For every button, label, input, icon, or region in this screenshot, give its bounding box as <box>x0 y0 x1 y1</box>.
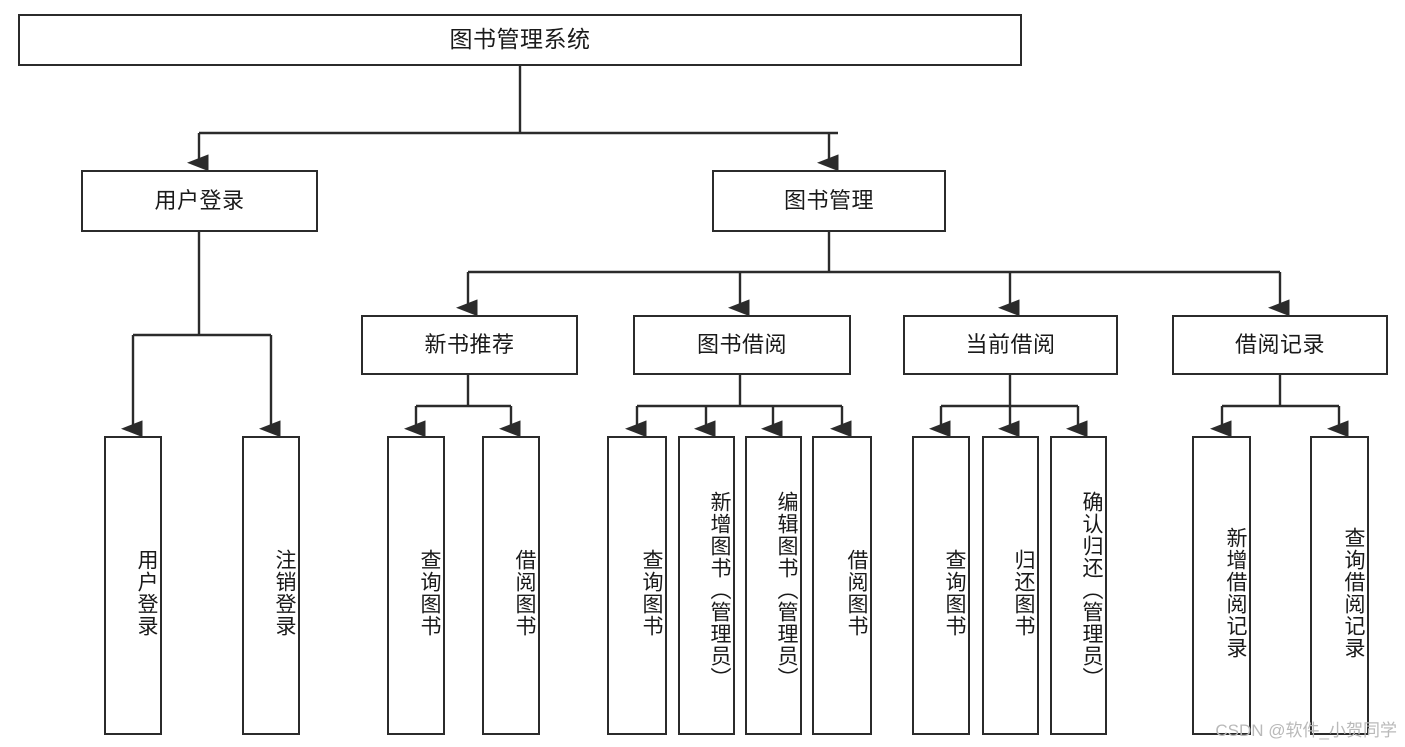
node-label: 注销登录 <box>273 548 296 637</box>
node-label: 用户登录 <box>154 187 245 213</box>
node-label: 用户登录 <box>135 548 158 637</box>
node-label: 图书管理系统 <box>449 26 591 53</box>
node-book-borrow[interactable]: 图书借阅 <box>633 315 851 375</box>
watermark-text: CSDN @软件_小贺同学 <box>1215 721 1397 740</box>
leaf-borrow-book[interactable]: 借阅图书 <box>812 436 872 735</box>
leaf-add-book-admin[interactable]: 新增图书（管理员） <box>678 436 735 735</box>
node-label: 确认归还（管理员） <box>1080 490 1103 689</box>
node-current-borrow[interactable]: 当前借阅 <box>903 315 1118 375</box>
leaf-return-book[interactable]: 归还图书 <box>982 436 1039 735</box>
node-label: 新增借阅记录 <box>1224 526 1247 659</box>
node-label: 查询图书 <box>943 548 966 637</box>
node-new-book-recommend[interactable]: 新书推荐 <box>361 315 578 375</box>
leaf-add-borrow-record[interactable]: 新增借阅记录 <box>1192 436 1251 735</box>
leaf-confirm-return-admin[interactable]: 确认归还（管理员） <box>1050 436 1107 735</box>
node-label: 图书管理 <box>783 187 874 213</box>
node-label: 查询借阅记录 <box>1342 526 1365 659</box>
node-user-login[interactable]: 用户登录 <box>81 170 318 232</box>
node-label: 新书推荐 <box>424 331 515 357</box>
leaf-query-borrow-record[interactable]: 查询借阅记录 <box>1310 436 1369 735</box>
node-label: 当前借阅 <box>965 331 1056 357</box>
node-borrow-record[interactable]: 借阅记录 <box>1172 315 1388 375</box>
leaf-current-query-book[interactable]: 查询图书 <box>912 436 970 735</box>
leaf-user-login[interactable]: 用户登录 <box>104 436 162 735</box>
leaf-edit-book-admin[interactable]: 编辑图书（管理员） <box>745 436 802 735</box>
node-label: 借阅记录 <box>1234 331 1325 357</box>
leaf-logout-login[interactable]: 注销登录 <box>242 436 300 735</box>
node-label: 图书借阅 <box>696 331 787 357</box>
node-label: 查询图书 <box>418 548 441 637</box>
node-label: 归还图书 <box>1012 548 1035 637</box>
leaf-new-book-query[interactable]: 查询图书 <box>387 436 445 735</box>
node-label: 新增图书（管理员） <box>708 490 731 689</box>
node-label: 编辑图书（管理员） <box>775 490 798 689</box>
node-label: 查询图书 <box>640 548 663 637</box>
node-label: 借阅图书 <box>513 548 536 637</box>
node-root-book-management-system[interactable]: 图书管理系统 <box>18 14 1022 66</box>
node-book-management[interactable]: 图书管理 <box>712 170 946 232</box>
leaf-new-book-borrow[interactable]: 借阅图书 <box>482 436 540 735</box>
node-label: 借阅图书 <box>845 548 868 637</box>
leaf-borrow-query-book[interactable]: 查询图书 <box>607 436 667 735</box>
